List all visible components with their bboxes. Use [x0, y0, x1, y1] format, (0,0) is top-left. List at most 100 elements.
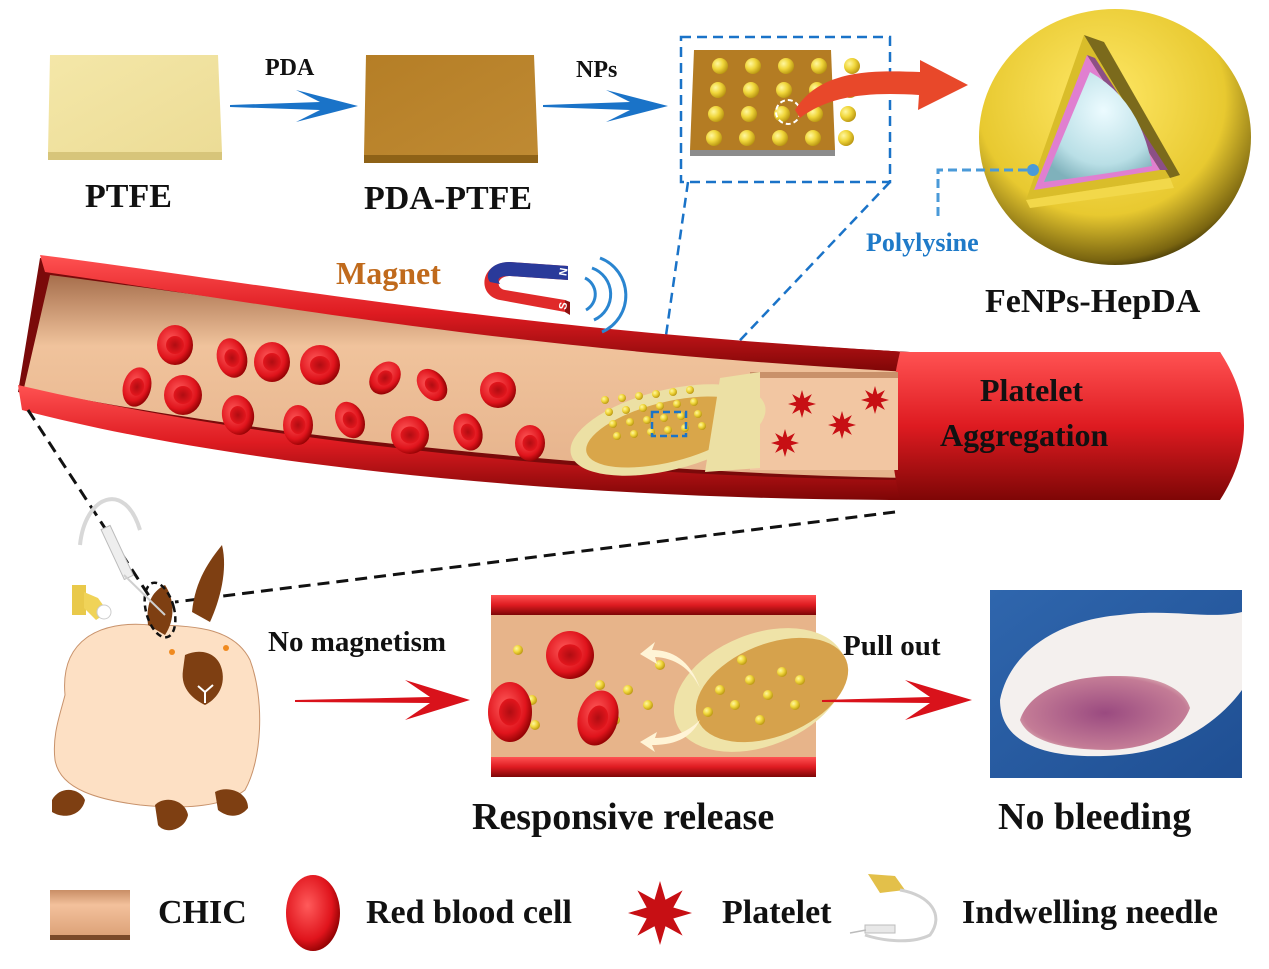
release-arrow-up	[640, 642, 700, 688]
np-zoom-region	[650, 410, 688, 438]
red-curved-arrow	[795, 60, 968, 118]
red-blood-cell	[221, 395, 255, 435]
np-coated-sheet	[690, 50, 860, 156]
nanoparticle	[844, 58, 860, 74]
nanoparticle	[613, 432, 621, 440]
nanoparticle	[795, 675, 805, 685]
release-arrow-down	[640, 720, 700, 752]
red-blood-cell	[122, 367, 152, 407]
pda-ptfe-sheet	[364, 55, 538, 163]
nanoparticle	[664, 426, 672, 434]
nanoparticle	[673, 400, 681, 408]
nanoparticle	[656, 402, 664, 410]
nanoparticle	[745, 58, 761, 74]
nanoparticle	[660, 414, 668, 422]
catheter-with-nps	[570, 372, 766, 476]
platelet	[628, 881, 692, 945]
zoom-box-dashed	[679, 35, 892, 184]
red-blood-cell	[577, 690, 619, 746]
nanoparticle	[686, 386, 694, 394]
legend-chic-tube-icon	[50, 890, 130, 940]
indwelling-needle-on-rabbit	[72, 497, 166, 620]
responsive-release-caption: Responsive release	[472, 796, 775, 838]
platelet-aggregation-label-2: Aggregation	[940, 417, 1109, 453]
fenps-hepda-particle	[979, 9, 1251, 265]
insertion-site-circle	[143, 581, 177, 639]
nanoparticle	[652, 390, 660, 398]
red-blood-cell	[334, 401, 366, 439]
nanoparticle	[777, 667, 787, 677]
nanoparticle	[703, 707, 713, 717]
nanoparticle	[763, 690, 773, 700]
legend-label-chic: CHIC	[158, 894, 247, 931]
nanoparticle	[739, 130, 755, 146]
nanoparticle	[605, 408, 613, 416]
rabbit-illustration	[52, 545, 261, 831]
red-blood-cell	[254, 342, 290, 382]
nanoparticle	[710, 82, 726, 98]
red-blood-cell	[164, 375, 202, 415]
legend-label-red-blood-cell: Red blood cell	[366, 894, 572, 931]
nanoparticle	[730, 700, 740, 710]
polylysine-leader	[936, 164, 1039, 218]
red-blood-cell	[515, 425, 545, 461]
red-blood-cell	[546, 631, 594, 679]
blue-arrow-nps	[543, 90, 668, 122]
magnet-label: Magnet	[336, 255, 441, 291]
nanoparticle	[690, 398, 698, 406]
legend-indwelling-needle-icon	[849, 874, 938, 943]
blood-vessel	[18, 255, 1244, 500]
pull-out-label: Pull out	[843, 630, 941, 662]
red-blood-cell	[391, 416, 429, 454]
nanoparticle	[639, 404, 647, 412]
no-magnetism-label: No magnetism	[268, 626, 447, 658]
pda-arrow-label: PDA	[265, 55, 315, 81]
red-blood-cell	[283, 405, 313, 445]
chic-segment	[750, 372, 898, 470]
nanoparticle	[623, 685, 633, 695]
nanoparticle	[712, 58, 728, 74]
red-blood-cell	[488, 682, 532, 742]
nanoparticle	[618, 394, 626, 402]
magnet-icon	[484, 262, 570, 315]
legend-platelet-icon	[628, 881, 692, 945]
no-bleeding-caption: No bleeding	[998, 796, 1192, 838]
red-blood-cell	[480, 372, 516, 408]
red-blood-cell	[369, 361, 401, 395]
nanoparticle	[655, 660, 665, 670]
nanoparticle	[790, 700, 800, 710]
nanoparticle	[643, 700, 653, 710]
nanoparticle	[840, 106, 856, 122]
nanoparticle	[622, 406, 630, 414]
legend-red-blood-cell-icon	[286, 875, 340, 951]
nanoparticle	[745, 675, 755, 685]
responsive-release-panel	[488, 595, 849, 777]
nanoparticle	[643, 416, 651, 424]
nanoparticle	[811, 58, 827, 74]
nanoparticle	[630, 430, 638, 438]
platelet	[788, 390, 816, 418]
nanoparticle	[609, 420, 617, 428]
polylysine-label: Polylysine	[866, 228, 979, 257]
nanoparticle	[774, 106, 790, 122]
fenps-hepda-label: FeNPs-HepDA	[985, 283, 1201, 320]
rabbit-ear-photo	[990, 590, 1242, 778]
red-blood-cell	[157, 325, 193, 365]
nanoparticle	[595, 680, 605, 690]
zoom-line-rabbit-left	[26, 409, 157, 606]
nanoparticle	[635, 392, 643, 400]
nanoparticle	[694, 410, 702, 418]
nanoparticle	[741, 106, 757, 122]
red-blood-cell	[300, 345, 340, 385]
zoom-line-rabbit-right	[174, 510, 896, 604]
nanoparticle	[706, 130, 722, 146]
red-arrow-pull-out	[822, 680, 972, 720]
nps-arrow-label: NPs	[576, 57, 618, 83]
nanoparticle	[677, 412, 685, 420]
platelet-aggregation-label-1: Platelet	[980, 372, 1084, 408]
ptfe-label: PTFE	[85, 178, 172, 215]
red-blood-cell	[416, 368, 448, 402]
platelet	[861, 386, 889, 414]
nanoparticle	[530, 720, 540, 730]
